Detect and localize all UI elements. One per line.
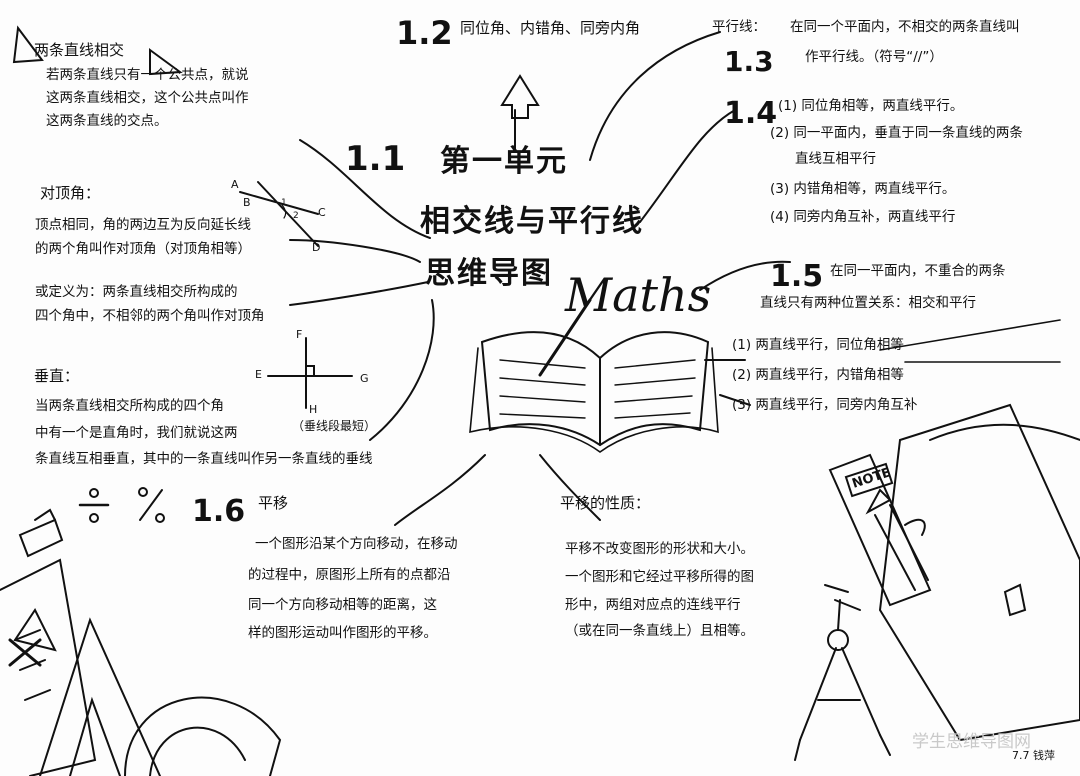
branch-to-1-4	[639, 109, 736, 223]
percent-icon	[139, 489, 163, 521]
signature: 7.7 钱萍	[1012, 749, 1055, 762]
perpendicular-line-1: 当两条直线相交所构成的四个角	[35, 398, 224, 414]
definition-line-1: 或定义为：两条直线相交所构成的	[35, 284, 238, 300]
parallel-line-2: 作平行线。（符号“//”）	[805, 49, 943, 65]
intersect-line-2: 这两条直线相交，这个公共点叫作	[46, 90, 249, 106]
properties-line-2: 一个图形和它经过平移所得的图	[565, 569, 754, 585]
maths-word: Maths	[565, 268, 712, 322]
parallel-line-1: 在同一个平面内，不相交的两条直线叫	[790, 19, 1020, 35]
branch-to-vertical-angle	[289, 239, 421, 263]
fig1-angle-2: 2	[293, 211, 299, 221]
s14-item-2-cont: 直线互相平行	[795, 151, 876, 167]
s15-item-2: (2) 两直线平行，内错角相等	[732, 367, 904, 383]
branch-to-1-1	[299, 139, 431, 239]
parallel-label: 平行线：	[712, 19, 766, 35]
branch-to-properties	[539, 454, 601, 521]
s15-line-1: 在同一平面内，不重合的两条	[830, 263, 1006, 279]
s14-item-4: (4) 同旁内角互补，两直线平行	[770, 209, 956, 225]
properties-line-4: （或在同一条直线上）且相等。	[565, 623, 754, 639]
watermark: 学生思维导图网	[912, 732, 1031, 752]
section-number-1-6: 1.6	[192, 494, 246, 529]
intersect-line-1: 若两条直线只有一个公共点，就说	[46, 67, 249, 83]
properties-title: 平移的性质：	[560, 494, 651, 512]
s14-item-2: (2) 同一平面内，垂直于同一条直线的两条	[770, 125, 1023, 141]
s16-line-3: 同一个方向移动相等的距离，这	[248, 597, 437, 613]
section-number-1-2: 1.2	[396, 14, 453, 52]
fig2-label-h: H	[309, 403, 318, 416]
section-number-1-5: 1.5	[770, 259, 824, 294]
compass-icon	[794, 584, 891, 761]
definition-line-2: 四个角中，不相邻的两个角叫作对顶角	[35, 308, 265, 324]
fig2-label-g: G	[360, 372, 369, 385]
fig1-label-c: C	[318, 206, 326, 219]
vertical-angle-line-1: 顶点相同，角的两边互为反向延长线	[35, 217, 251, 233]
section-number-1-4: 1.4	[724, 96, 778, 131]
s14-item-1: (1) 同位角相等，两直线平行。	[778, 98, 964, 114]
section-1-2-text: 同位角、内错角、同旁内角	[460, 19, 641, 37]
perpendicular-lines-figure	[267, 337, 353, 409]
arrow-up-icon	[500, 74, 540, 119]
s16-line-1: 一个图形沿某个方向移动，在移动	[255, 536, 458, 552]
properties-line-3: 形中，两组对应点的连线平行	[565, 597, 741, 613]
s16-title: 平移	[258, 494, 289, 512]
branch-to-1-5	[699, 260, 791, 291]
ruler-protractor-icon	[0, 508, 282, 776]
s15-item-1: (1) 两直线平行，同位角相等	[732, 337, 904, 353]
fig1-label-a: A	[231, 178, 239, 191]
s15-line-2: 直线只有两种位置关系：相交和平行	[760, 295, 976, 311]
fig1-label-b: B	[243, 196, 251, 209]
branch-to-perpendicular	[369, 299, 435, 441]
perpendicular-title: 垂直：	[34, 367, 80, 385]
s16-line-4: 样的图形运动叫作图形的平移。	[248, 625, 437, 641]
center-title-line-3: 思维导图	[425, 256, 553, 291]
perpendicular-note: （垂线段最短）	[292, 419, 377, 433]
s15-item-3: (3) 两直线平行，同旁内角互补	[732, 397, 918, 413]
section-number-1-1: 1.1	[345, 139, 406, 179]
intersect-line-3: 这两条直线的交点。	[46, 113, 168, 129]
fig2-label-e: E	[255, 368, 262, 381]
perpendicular-line-2: 中有一个是直角时，我们就说这两	[35, 425, 238, 441]
notebook-icon	[828, 403, 1080, 742]
branch-to-book	[704, 359, 751, 406]
branch-to-1-3	[589, 31, 721, 161]
fig2-label-f: F	[296, 328, 303, 341]
properties-line-1: 平移不改变图形的形状和大小。	[565, 541, 754, 557]
section-number-1-3: 1.3	[724, 45, 774, 78]
open-book-icon	[469, 298, 719, 453]
s16-line-2: 的过程中，原图形上所有的点都沿	[248, 567, 451, 583]
s14-item-3: (3) 内错角相等，两直线平行。	[770, 181, 956, 197]
fig1-label-d: D	[312, 241, 321, 254]
vertical-angle-line-2: 的两个角叫作对顶角（对顶角相等）	[35, 241, 251, 257]
vertical-angle-title: 对顶角：	[40, 184, 101, 202]
triangle-ruler-icon	[12, 25, 44, 64]
fig1-angle-1: 1	[281, 198, 287, 208]
branch-to-definition	[289, 281, 429, 306]
intersecting-lines-figure	[239, 181, 319, 247]
center-title-line-1: 第一单元	[440, 144, 568, 179]
intersect-title: 两条直线相交	[34, 41, 125, 59]
perpendicular-line-3: 条直线互相垂直，其中的一条直线叫作另一条直线的垂线	[35, 451, 373, 467]
branch-to-1-6	[394, 454, 486, 526]
center-title-line-2: 相交线与平行线	[420, 204, 644, 239]
